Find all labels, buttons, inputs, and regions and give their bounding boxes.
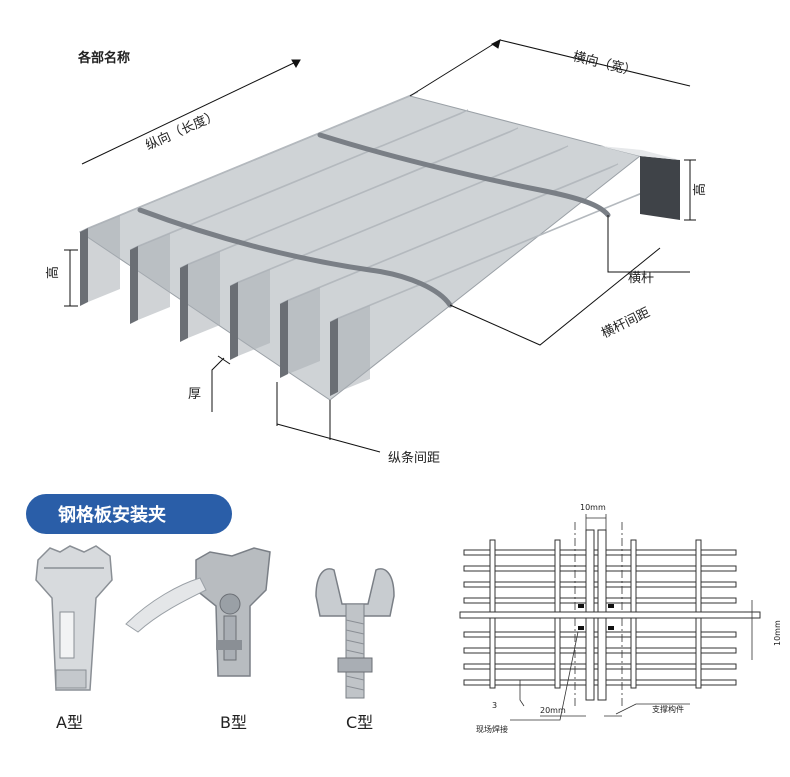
height-left-label: 高 — [45, 266, 61, 279]
grating-diagram: 各部名称 纵向（长度） 横向（宽） 高 高 横杆 横杆间距 厚 纵条间距 — [45, 39, 708, 466]
bearing-bar-front — [130, 246, 138, 324]
gap-right-label: 10mm — [773, 620, 782, 646]
bearing-bar-front — [80, 228, 88, 306]
thickness-label: 厚 — [188, 387, 201, 402]
bar-spacing-label: 纵条间距 — [388, 450, 440, 466]
longitudinal-arrow-line — [81, 59, 301, 165]
diagram-title: 各部名称 — [77, 50, 130, 66]
bearing-bar-front — [230, 282, 238, 360]
bearing-bar-side — [288, 287, 320, 374]
clip-c-icon — [315, 568, 395, 699]
clip-c-label: C型 — [346, 713, 373, 732]
cross-bars — [137, 132, 611, 308]
bearing-bar-side — [188, 251, 220, 338]
bearing-bar-front — [180, 264, 188, 342]
transverse-arrow-line-2 — [499, 39, 691, 87]
transverse-label: 横向（宽） — [571, 48, 638, 79]
transverse-arrow-head — [491, 39, 501, 49]
drawing-dimensions — [510, 514, 760, 721]
transverse-arrow-line — [409, 39, 501, 97]
bearing-bar-side — [88, 215, 120, 302]
cross-bar-label: 横杆 — [628, 271, 654, 286]
support-label: 支撑构件 — [652, 704, 684, 714]
support-member — [459, 611, 761, 619]
badge-label: 钢格板安装夹 — [58, 504, 166, 526]
bearing-bar-side — [138, 233, 170, 320]
dimension-lines — [64, 39, 696, 453]
gap-bottom-label: 20mm — [540, 706, 566, 715]
cross-bar-2 — [317, 132, 611, 218]
thickness-tick — [217, 355, 231, 365]
height-right-label: 高 — [692, 183, 708, 196]
weld-label: 现场焊接 — [476, 724, 508, 734]
weld-marks — [578, 604, 614, 630]
bearing-bar-side — [338, 305, 370, 392]
badge-background — [26, 494, 232, 534]
grating-end-right — [640, 156, 680, 220]
bearing-bar-front — [330, 318, 338, 396]
bearing-bar-front — [280, 300, 288, 378]
cross-bar-spacing-leader — [449, 247, 661, 346]
gap-top-label: 10mm — [580, 503, 606, 512]
cross-bar-leader — [607, 215, 690, 273]
clip-a-icon — [35, 545, 113, 691]
clip-a-label: A型 — [56, 713, 83, 732]
bearing-bar-top — [79, 91, 419, 233]
install-drawing: 10mm 10mm 20mm 3 现场焊接 支撑构件 — [459, 503, 782, 734]
bearing-bar-side — [238, 269, 270, 356]
clip-b-label: B型 — [220, 713, 247, 732]
longitudinal-label: 纵向（长度） — [143, 107, 221, 153]
cross-bar-spacing-label: 横杆间距 — [599, 305, 652, 341]
bar-spacing-dim-line — [276, 423, 381, 453]
cross-bar-1 — [137, 207, 453, 308]
grating-end-right-top — [600, 146, 680, 160]
bearing-bars — [79, 91, 669, 396]
thickness-leader — [211, 357, 225, 412]
longitudinal-arrow-head — [291, 59, 301, 69]
clips-badge: 钢格板安装夹 — [26, 494, 232, 534]
clip-b-icon — [125, 547, 271, 677]
bearing-bar-top — [129, 109, 469, 251]
number-label: 3 — [492, 701, 497, 710]
